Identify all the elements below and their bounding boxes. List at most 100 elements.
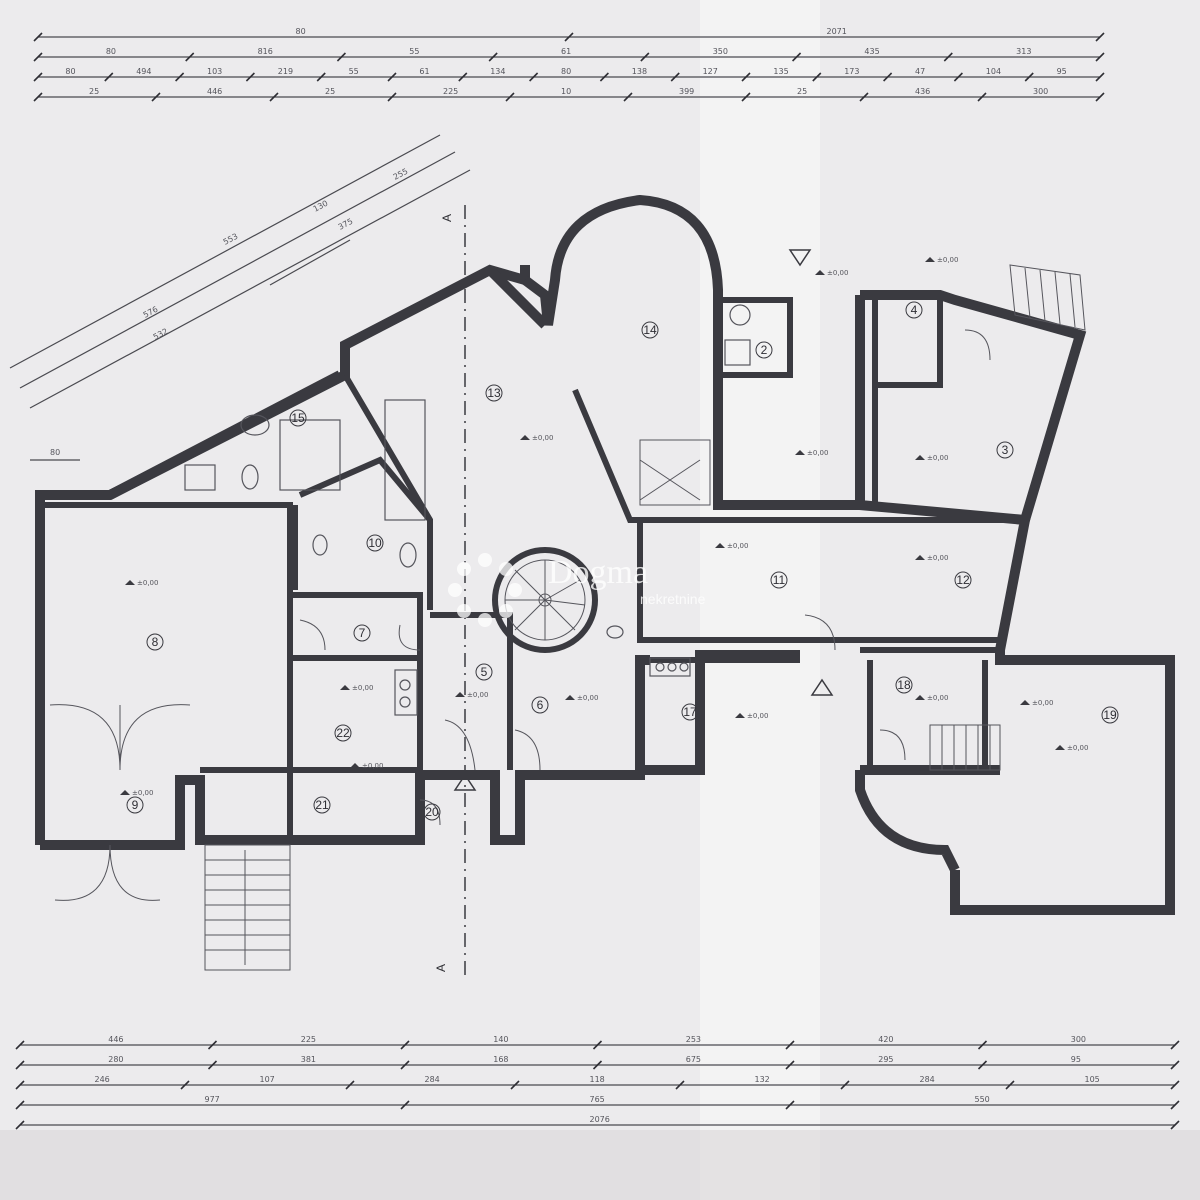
dimension-tick xyxy=(400,1060,410,1070)
dimension-tick xyxy=(387,72,397,82)
dimension-tick xyxy=(175,72,185,82)
dimension-tick xyxy=(977,92,987,102)
dimension-label: 25 xyxy=(89,87,99,96)
room-circle xyxy=(126,796,144,814)
dimension-label: 350 xyxy=(713,47,728,56)
level-marker-icon xyxy=(915,695,925,700)
dimension-label: 2076 xyxy=(590,1115,610,1124)
kitchen-counter-icon xyxy=(384,399,426,521)
dimension-label: 95 xyxy=(1071,1055,1081,1064)
dimension-tick xyxy=(592,1040,603,1050)
room-number-15: 15 xyxy=(291,411,305,425)
bathroom-fixtures xyxy=(184,304,751,716)
room-circle xyxy=(895,676,913,694)
dimension-tick xyxy=(564,32,574,42)
dimension-label: 127 xyxy=(703,67,718,76)
dimension-tick xyxy=(741,92,751,102)
level-mark-label: ±0,00 xyxy=(132,789,153,797)
dimension-tick xyxy=(599,72,609,82)
dimension-label: 399 xyxy=(679,87,694,96)
dimension-label: 300 xyxy=(1071,1035,1086,1044)
level-marker-icon xyxy=(815,270,825,275)
dimension-tick xyxy=(623,92,633,102)
dimension-label: 435 xyxy=(864,47,879,56)
room-number-3: 3 xyxy=(1002,443,1009,457)
dimension-tick xyxy=(15,1040,25,1050)
dimension-tick xyxy=(269,92,279,102)
room-circle xyxy=(334,724,352,742)
room-number-10: 10 xyxy=(368,536,382,550)
room-number-18: 18 xyxy=(897,678,911,692)
dimension-tick xyxy=(458,72,468,82)
room-number-8: 8 xyxy=(152,635,159,649)
room-circle xyxy=(755,341,773,359)
dimension-label: 446 xyxy=(108,1035,123,1044)
dimension-tick xyxy=(741,72,751,82)
dimension-label: 246 xyxy=(95,1075,110,1084)
room-circle xyxy=(905,301,923,319)
dimension-tick xyxy=(792,52,802,62)
room-circle xyxy=(954,571,972,589)
room-number-19: 19 xyxy=(1103,708,1117,722)
dimension-tick xyxy=(400,1100,410,1110)
room-circle xyxy=(353,624,371,642)
level-marker-icon xyxy=(915,555,925,560)
level-mark-label: ±0,00 xyxy=(727,542,748,550)
level-mark-label: ±0,00 xyxy=(577,694,598,702)
level-mark-label: ±0,00 xyxy=(352,684,373,692)
dimension-tick xyxy=(1170,1040,1180,1050)
dimension-tick xyxy=(1095,32,1105,42)
dimension-tick xyxy=(33,32,43,42)
room-circle xyxy=(1101,706,1119,724)
exterior-stairs xyxy=(204,844,291,971)
paper-fold-band xyxy=(700,0,820,1200)
dimension-tick xyxy=(785,1060,795,1070)
dimension-label: 420 xyxy=(878,1035,893,1044)
dimension-label: 816 xyxy=(258,47,273,56)
dimension-label: 253 xyxy=(686,1035,701,1044)
dimension-label: 103 xyxy=(207,67,222,76)
room-number-5: 5 xyxy=(481,665,488,679)
dimension-label: 25 xyxy=(797,87,807,96)
dimension-tick xyxy=(785,1100,795,1110)
level-marks: ±0,00±0,00±0,00±0,00±0,00±0,00±0,00±0,00… xyxy=(120,256,1088,797)
dimension-tick xyxy=(1170,1120,1180,1130)
dimension-tick xyxy=(400,1040,410,1050)
room-circle xyxy=(485,384,503,402)
room-number-20: 20 xyxy=(425,805,439,819)
dimension-tick xyxy=(1005,1080,1015,1090)
dimension-tick xyxy=(15,1100,25,1110)
dimension-tick xyxy=(529,72,539,82)
dimension-tick xyxy=(15,1060,25,1070)
dimension-label: 105 xyxy=(1085,1075,1100,1084)
room-number-21: 21 xyxy=(315,798,329,812)
dimension-label: 80 xyxy=(296,27,306,36)
dimension-tick xyxy=(840,1080,850,1090)
level-marker-icon xyxy=(340,685,350,690)
dimension-label: 225 xyxy=(301,1035,316,1044)
level-mark-label: ±0,00 xyxy=(927,454,948,462)
room-number-22: 22 xyxy=(336,726,350,740)
level-mark-label: ±0,00 xyxy=(807,449,828,457)
dimension-tick xyxy=(1170,1100,1180,1110)
level-marker-icon xyxy=(795,450,805,455)
paper-bottom-shade xyxy=(0,1130,1200,1200)
dimension-tick xyxy=(883,72,893,82)
door-swings xyxy=(49,329,991,901)
level-marker-icon xyxy=(520,435,530,440)
dimension-label: 977 xyxy=(205,1095,220,1104)
room-circle xyxy=(641,321,659,339)
level-marker-icon xyxy=(1055,745,1065,750)
level-mark-label: ±0,00 xyxy=(1032,699,1053,707)
level-marker-icon xyxy=(120,790,130,795)
dimension-label: 134 xyxy=(490,67,505,76)
level-marker-icon xyxy=(715,543,725,548)
room-number-12: 12 xyxy=(956,573,970,587)
level-marker-icon xyxy=(735,713,745,718)
dimension-tick xyxy=(977,1060,988,1070)
room-circle xyxy=(289,409,307,427)
interior-stairs xyxy=(639,264,1086,771)
